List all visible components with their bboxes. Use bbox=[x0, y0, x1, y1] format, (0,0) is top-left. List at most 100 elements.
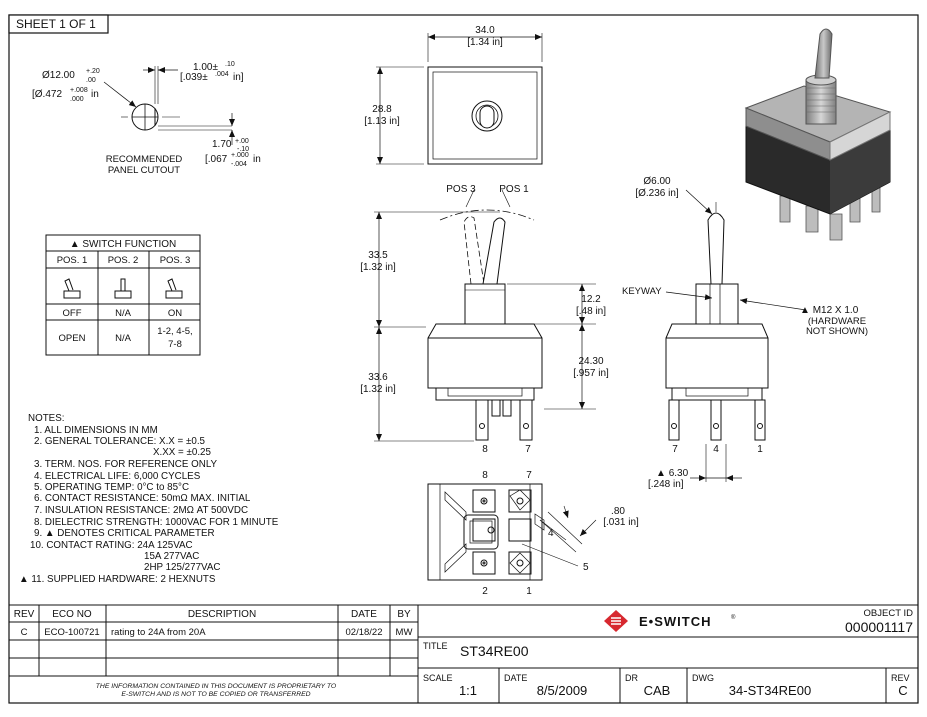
svg-text:1.70: 1.70 bbox=[212, 139, 232, 150]
svg-text:in]: in] bbox=[233, 72, 244, 83]
svg-text:7-8: 7-8 bbox=[168, 339, 182, 350]
by-cell: MW bbox=[396, 627, 413, 638]
svg-text:SCALE: SCALE bbox=[423, 673, 453, 683]
svg-text:4: 4 bbox=[548, 528, 554, 539]
svg-text:8: 8 bbox=[482, 470, 488, 481]
front-view bbox=[374, 189, 596, 442]
svg-text:-.10: -.10 bbox=[237, 146, 249, 153]
svg-text:[.031 in]: [.031 in] bbox=[603, 517, 639, 528]
svg-text:+.000: +.000 bbox=[231, 152, 249, 159]
top-view-labels: 34.0 [1.34 in] 28.8 [1.13 in] bbox=[364, 25, 503, 127]
svg-text:33.6: 33.6 bbox=[368, 372, 388, 383]
top-view bbox=[376, 33, 543, 165]
bottom-view bbox=[427, 483, 597, 581]
svg-text:6. CONTACT RESISTANCE: 50mΩ MA: 6. CONTACT RESISTANCE: 50mΩ MAX. INITIAL bbox=[34, 493, 251, 504]
svg-text:7: 7 bbox=[525, 444, 531, 455]
svg-text:1-2, 4-5,: 1-2, 4-5, bbox=[157, 326, 192, 337]
svg-text:2. GENERAL TOLERANCE: X.X = ±0: 2. GENERAL TOLERANCE: X.X = ±0.5 bbox=[34, 436, 206, 447]
svg-text:(HARDWARE: (HARDWARE bbox=[808, 316, 866, 327]
keyway-label: KEYWAY bbox=[622, 286, 662, 297]
svg-text:1.00±: 1.00± bbox=[193, 62, 218, 73]
svg-text:-.004: -.004 bbox=[231, 161, 247, 168]
svg-text:DESCRIPTION: DESCRIPTION bbox=[188, 609, 256, 620]
pitch-dim: ▲ 6.30 bbox=[656, 468, 689, 479]
svg-text:.00: .00 bbox=[86, 77, 96, 84]
toggle-pos3-icon bbox=[165, 278, 183, 299]
object-id: 000001117 bbox=[845, 619, 913, 635]
side-view bbox=[665, 189, 807, 482]
svg-text:POS. 2: POS. 2 bbox=[108, 255, 139, 266]
notes-block: NOTES: 1. ALL DIMENSIONS IN MM 2. GENERA… bbox=[19, 413, 279, 585]
svg-text:®: ® bbox=[731, 614, 736, 621]
thread-label: ▲ M12 X 1.0 bbox=[800, 305, 859, 316]
svg-text:8. DIELECTRIC STRENGTH: 1000VA: 8. DIELECTRIC STRENGTH: 1000VAC FOR 1 MI… bbox=[34, 517, 279, 528]
rev-value: C bbox=[898, 683, 907, 698]
svg-text:.80: .80 bbox=[611, 506, 625, 517]
toggle-pos2-icon bbox=[114, 278, 132, 299]
panel-cutout-labels: Ø12.00 +.20 .00 [Ø.472 +.008 .000 in 1.0… bbox=[32, 61, 261, 176]
rev-cell: C bbox=[21, 627, 28, 638]
svg-text:7. INSULATION RESISTANCE: 2MΩ: 7. INSULATION RESISTANCE: 2MΩ AT 500VDC bbox=[34, 505, 248, 516]
svg-text:[1.13 in]: [1.13 in] bbox=[364, 116, 400, 127]
isometric-render bbox=[744, 28, 892, 241]
svg-text:4. ELECTRICAL LIFE: 6,000 CYCL: 4. ELECTRICAL LIFE: 6,000 CYCLES bbox=[34, 471, 201, 482]
svg-text:24.30: 24.30 bbox=[578, 356, 603, 367]
notes-title: NOTES: bbox=[28, 413, 64, 424]
eco-cell: ECO-100721 bbox=[44, 627, 99, 638]
svg-text:N/A: N/A bbox=[115, 333, 132, 344]
svg-text:5. OPERATING TEMP: 0°C to 85°C: 5. OPERATING TEMP: 0°C to 85°C bbox=[34, 482, 189, 493]
svg-text:TITLE: TITLE bbox=[423, 641, 448, 651]
svg-text:[1.32 in]: [1.32 in] bbox=[360, 384, 396, 395]
svg-text:28.8: 28.8 bbox=[372, 104, 392, 115]
svg-text:SHEET 1 OF 1: SHEET 1 OF 1 bbox=[16, 17, 96, 31]
svg-text:4: 4 bbox=[713, 444, 719, 455]
svg-text:[.48 in]: [.48 in] bbox=[576, 306, 606, 317]
cutout-caption-1: RECOMMENDED bbox=[106, 154, 183, 165]
svg-text:ECO NO: ECO NO bbox=[52, 609, 92, 620]
sheet-border bbox=[8, 14, 919, 704]
svg-text:12.2: 12.2 bbox=[581, 294, 601, 305]
svg-text:10. CONTACT RATING: 24A 125VAC: 10. CONTACT RATING: 24A 125VAC bbox=[30, 540, 193, 551]
date-cell: 02/18/22 bbox=[346, 627, 383, 638]
svg-text:POS. 1: POS. 1 bbox=[57, 255, 88, 266]
svg-text:1: 1 bbox=[757, 444, 763, 455]
panel-cutout-view bbox=[103, 66, 235, 145]
svg-text:+.00: +.00 bbox=[235, 138, 249, 145]
pos1-label: POS 1 bbox=[499, 184, 529, 195]
svg-text:1. ALL DIMENSIONS IN MM: 1. ALL DIMENSIONS IN MM bbox=[34, 425, 158, 436]
svg-text:8: 8 bbox=[482, 444, 488, 455]
toggle-pos1-icon bbox=[63, 278, 81, 299]
svg-text:3. TERM. NOS. FOR REFERENCE ON: 3. TERM. NOS. FOR REFERENCE ONLY bbox=[34, 459, 218, 470]
svg-text:POS. 3: POS. 3 bbox=[160, 255, 191, 266]
svg-text:9. ▲ DENOTES CRITICAL PARAMETE: 9. ▲ DENOTES CRITICAL PARAMETER bbox=[34, 528, 215, 539]
svg-text:.000: .000 bbox=[70, 96, 84, 103]
revision-table: REV ECO NO DESCRIPTION DATE BY C ECO-100… bbox=[9, 604, 918, 703]
svg-text:DATE: DATE bbox=[351, 609, 377, 620]
svg-text:in: in bbox=[91, 89, 99, 100]
svg-text:.10: .10 bbox=[225, 61, 235, 68]
svg-text:2: 2 bbox=[482, 586, 488, 597]
svg-text:NOT SHOWN): NOT SHOWN) bbox=[806, 326, 868, 337]
svg-text:BY: BY bbox=[397, 609, 411, 620]
svg-text:in: in bbox=[253, 154, 261, 165]
svg-text:N/A: N/A bbox=[115, 308, 132, 319]
cutout-dia: Ø12.00 bbox=[42, 70, 75, 81]
brand-name: E•SWITCH bbox=[639, 614, 712, 629]
svg-text:REV: REV bbox=[891, 673, 910, 683]
svg-text:Ø6.00: Ø6.00 bbox=[643, 176, 671, 187]
svg-text:5: 5 bbox=[583, 562, 589, 573]
svg-text:33.5: 33.5 bbox=[368, 250, 388, 261]
svg-text:DATE: DATE bbox=[504, 673, 527, 683]
switch-function-table: ▲ SWITCH FUNCTION POS. 1 POS. 2 POS. 3 O… bbox=[45, 234, 201, 356]
date-value: 8/5/2009 bbox=[537, 683, 588, 698]
proprietary-line-2: E-SWITCH AND IS NOT TO BE COPIED OR TRAN… bbox=[121, 691, 310, 698]
drawn-by-value: CAB bbox=[644, 683, 671, 698]
svg-text:ON: ON bbox=[168, 308, 182, 319]
svg-text:.004: .004 bbox=[215, 71, 229, 78]
sheet-label: SHEET 1 OF 1 bbox=[8, 14, 109, 34]
note-11: ▲ 11. SUPPLIED HARDWARE: 2 HEXNUTS bbox=[19, 574, 216, 585]
drawing-title: ST34RE00 bbox=[460, 643, 529, 659]
front-view-labels: POS 3 POS 1 33.5 [1.32 in] 33.6 [1.32 in… bbox=[360, 184, 609, 455]
svg-text:34.0: 34.0 bbox=[475, 25, 495, 36]
